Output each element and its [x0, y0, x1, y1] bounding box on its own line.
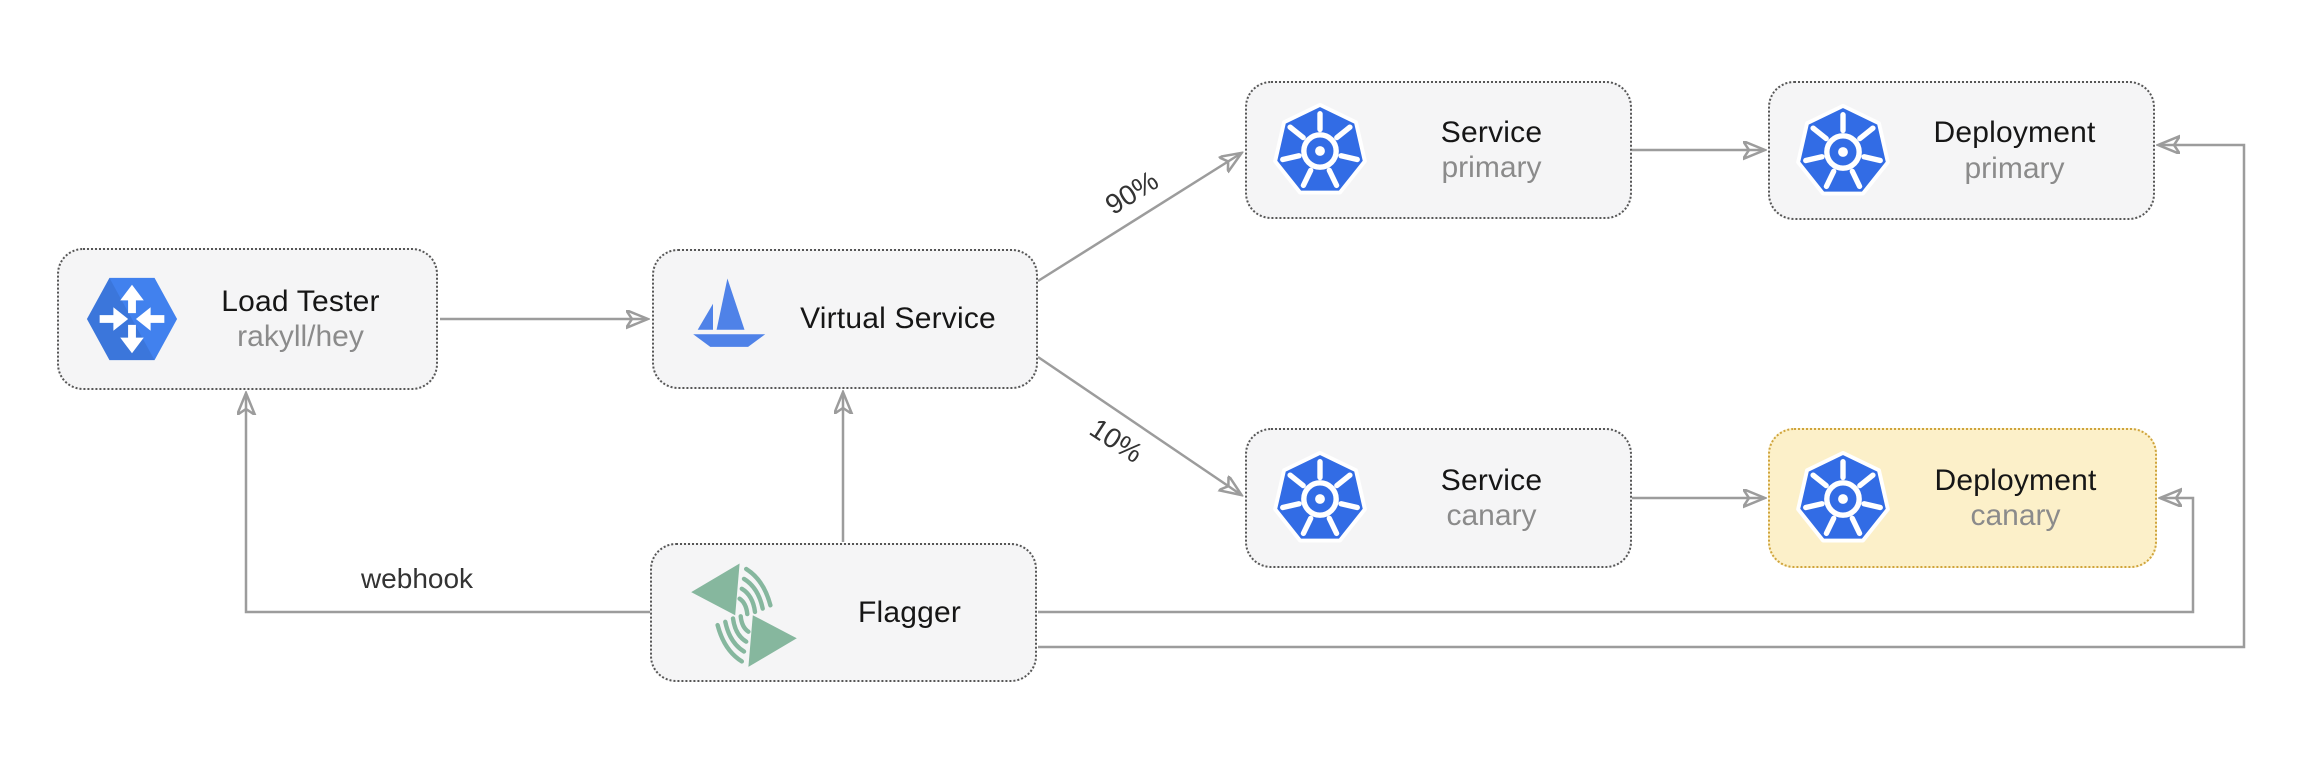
kubernetes-icon	[1796, 103, 1890, 195]
kubernetes-icon	[1796, 450, 1890, 543]
node-subtitle: rakyll/hey	[237, 320, 364, 353]
load-tester-icon	[86, 277, 178, 361]
node-title: Deployment	[1934, 463, 2097, 497]
node-text: Deployment primary	[1892, 115, 2153, 186]
node-text: Service canary	[1369, 463, 1630, 534]
node-service-primary: Service primary	[1245, 81, 1632, 219]
node-load-tester: Load Tester rakyll/hey	[57, 248, 438, 390]
flagger-icon	[691, 563, 797, 667]
edge-flagger-deploymentcanary	[1038, 498, 2195, 614]
node-text: Flagger	[800, 595, 1035, 630]
node-title: Virtual Service	[800, 302, 996, 336]
node-subtitle: canary	[1446, 499, 1537, 532]
node-title: Service	[1440, 115, 1543, 149]
node-text: Load Tester rakyll/hey	[181, 284, 436, 355]
edge-virtualservice-serviceprimary	[1037, 154, 1240, 283]
edge-flagger-webhook-loadtester	[246, 395, 650, 614]
node-title: Flagger	[857, 595, 962, 629]
node-deployment-canary: Deployment canary	[1768, 428, 2157, 568]
node-text: Deployment canary	[1892, 463, 2155, 534]
node-text: Virtual Service	[776, 301, 1036, 336]
node-title: Service	[1440, 463, 1543, 497]
kubernetes-icon	[1273, 102, 1367, 195]
edge-label-webhook: webhook	[360, 563, 474, 594]
node-service-canary: Service canary	[1245, 428, 1632, 568]
node-flagger: Flagger	[650, 543, 1037, 682]
node-subtitle: primary	[1441, 151, 1542, 184]
node-deployment-primary: Deployment primary	[1768, 81, 2155, 220]
node-subtitle: primary	[1964, 151, 2065, 185]
edge-virtualservice-servicecanary	[1037, 355, 1240, 494]
edge-flagger-deploymentprimary	[1038, 145, 2246, 649]
node-virtual-service: Virtual Service	[652, 249, 1038, 389]
node-text: Service primary	[1369, 115, 1630, 186]
node-title: Deployment	[1933, 116, 2096, 150]
istio-icon	[693, 278, 766, 347]
kubernetes-icon	[1273, 450, 1367, 543]
node-subtitle: canary	[1970, 499, 2061, 532]
node-title: Load Tester	[221, 284, 380, 318]
